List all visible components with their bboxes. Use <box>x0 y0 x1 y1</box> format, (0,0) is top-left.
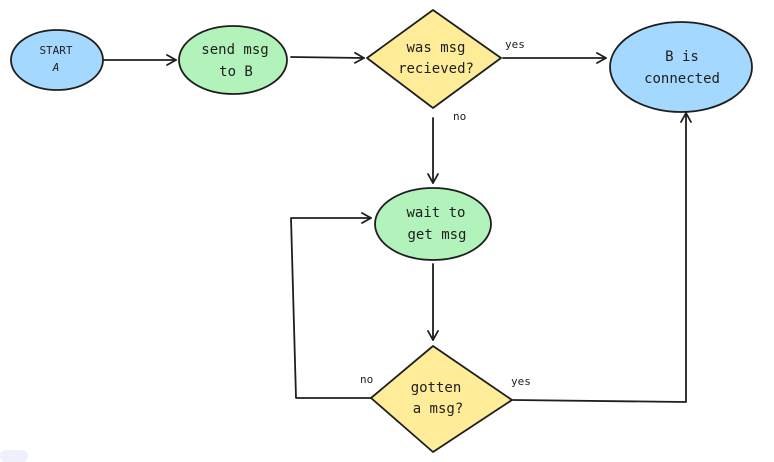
edge-label-received-yes: yes <box>505 38 525 51</box>
edge-label-gotten-yes: yes <box>511 375 531 388</box>
node-connected-shape <box>609 21 753 113</box>
edge-labels: yes no no yes <box>360 38 531 388</box>
node-gotten-label-line-2: a msg? <box>413 401 464 417</box>
node-start-label-line-1: START <box>39 44 72 57</box>
node-connected: B is connected <box>609 21 753 113</box>
edge-label-gotten-no: no <box>360 373 373 386</box>
node-send-label-line-1: send msg <box>201 42 268 58</box>
node-start-label-line-2: A <box>52 61 60 74</box>
node-connected-label-line-1: B is <box>665 49 699 65</box>
edge-label-received-no: no <box>453 110 466 123</box>
node-start: START A <box>10 29 104 91</box>
node-received-label-line-1: was msg <box>406 40 465 56</box>
node-start-shape <box>10 29 104 91</box>
node-send: send msg to B <box>178 25 288 95</box>
edges <box>103 51 692 403</box>
node-wait-label-line-2: get msg <box>407 227 466 243</box>
node-gotten-label-line-1: gotten <box>411 380 462 396</box>
node-connected-label-line-2: connected <box>644 71 720 87</box>
edge-send-to-received <box>290 51 365 64</box>
node-wait-shape <box>374 187 492 261</box>
node-received-label-line-2: recieved? <box>398 61 474 77</box>
edge-gotten-no-loop <box>290 212 372 399</box>
node-received: was msg recieved? <box>366 9 502 109</box>
node-gotten: gotten a msg? <box>370 345 513 453</box>
node-wait: wait to get msg <box>374 187 492 261</box>
node-send-label-line-2: to B <box>219 64 253 80</box>
node-send-shape <box>178 25 288 95</box>
canvas-corner-stub <box>0 450 28 462</box>
edge-gotten-yes-to-connected <box>512 112 692 403</box>
node-gotten-shape <box>370 345 513 453</box>
node-received-shape <box>366 9 502 109</box>
node-wait-label-line-1: wait to <box>406 205 465 221</box>
